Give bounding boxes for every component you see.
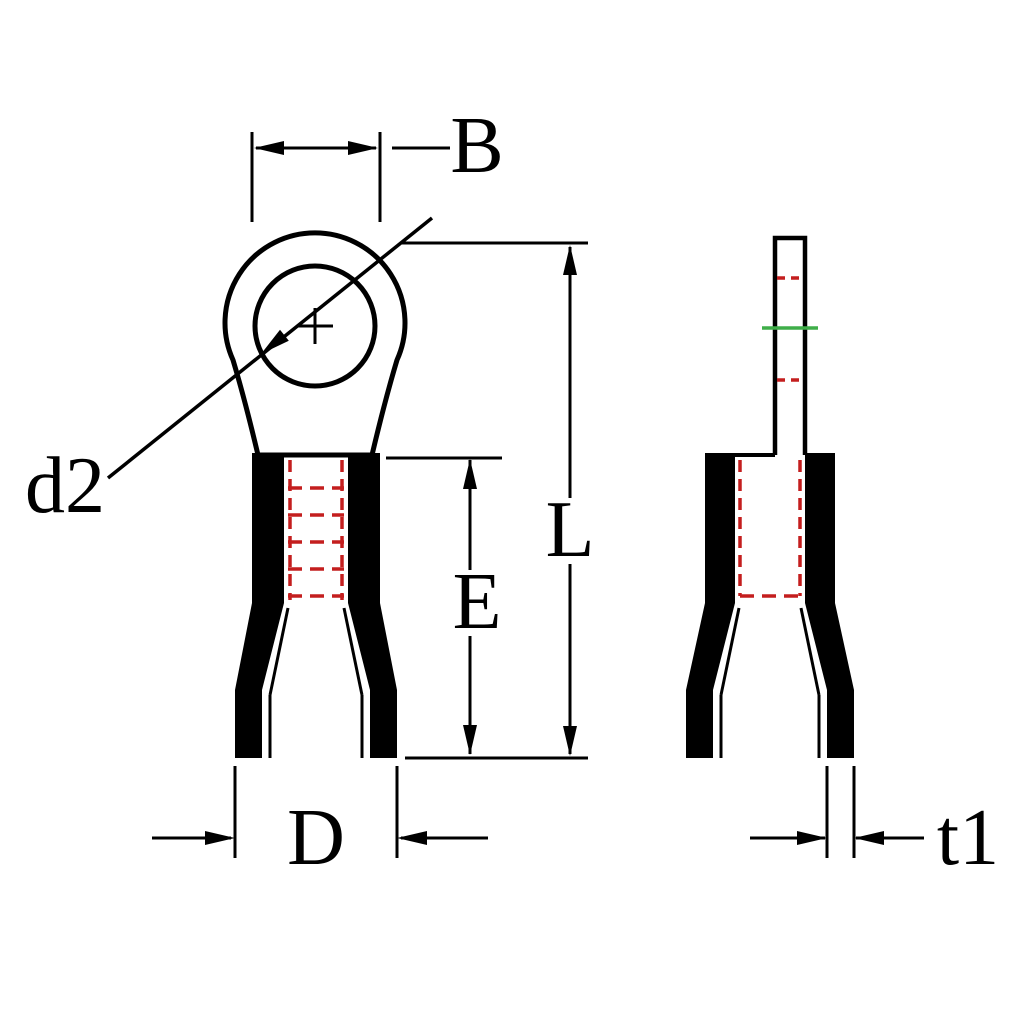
dim-d2: d2: [25, 216, 434, 530]
arrowhead: [463, 725, 477, 755]
barrel-wall-left: [705, 455, 735, 603]
arrowhead: [854, 831, 884, 845]
arrowhead: [397, 831, 427, 845]
tab-serration-marks: [777, 276, 803, 382]
dim-E: E: [386, 456, 508, 755]
front-view: B d2 L E: [25, 102, 596, 882]
serration-lines: [738, 460, 802, 598]
barrel-wall-left: [252, 455, 284, 603]
barrel-wall-right: [805, 455, 835, 603]
arrowhead: [563, 245, 577, 275]
dim-t1: t1: [750, 766, 999, 882]
side-view: t1: [686, 235, 999, 882]
dim-label-t1: t1: [937, 794, 999, 882]
inner-sleeve-contour: [719, 607, 821, 758]
barrel-wall-right: [348, 455, 380, 603]
arrowhead: [254, 141, 284, 155]
dim-L: L: [402, 241, 596, 760]
inner-sleeve-line: [799, 607, 821, 696]
inner-sleeve-line: [342, 607, 364, 696]
tab-outline: [772, 235, 808, 455]
dim-D: D: [152, 766, 488, 882]
label-backing: [544, 498, 596, 564]
dim-label-L: L: [546, 486, 595, 574]
dim-label-B: B: [450, 102, 503, 190]
arrowhead: [797, 831, 827, 845]
barrel-skirt-right: [805, 603, 854, 758]
dim-label-D: D: [287, 794, 345, 882]
inner-sleeve-line: [268, 607, 290, 696]
inner-sleeve-line: [719, 607, 741, 696]
dim-B: B: [250, 102, 504, 222]
inner-sleeve-contour: [268, 607, 364, 758]
arrowhead: [563, 726, 577, 756]
dim-label-E: E: [453, 558, 502, 646]
serration-lines: [288, 460, 344, 600]
label-backing: [446, 570, 508, 636]
arrowhead: [348, 141, 378, 155]
dim-label-d2: d2: [25, 442, 105, 530]
barrel-skirt-left: [686, 603, 735, 758]
arrowhead: [205, 831, 235, 845]
barrel-skirt-right: [348, 603, 397, 758]
arrowhead: [463, 459, 477, 489]
barrel-skirt-left: [235, 603, 284, 758]
arrowhead: [261, 329, 289, 354]
